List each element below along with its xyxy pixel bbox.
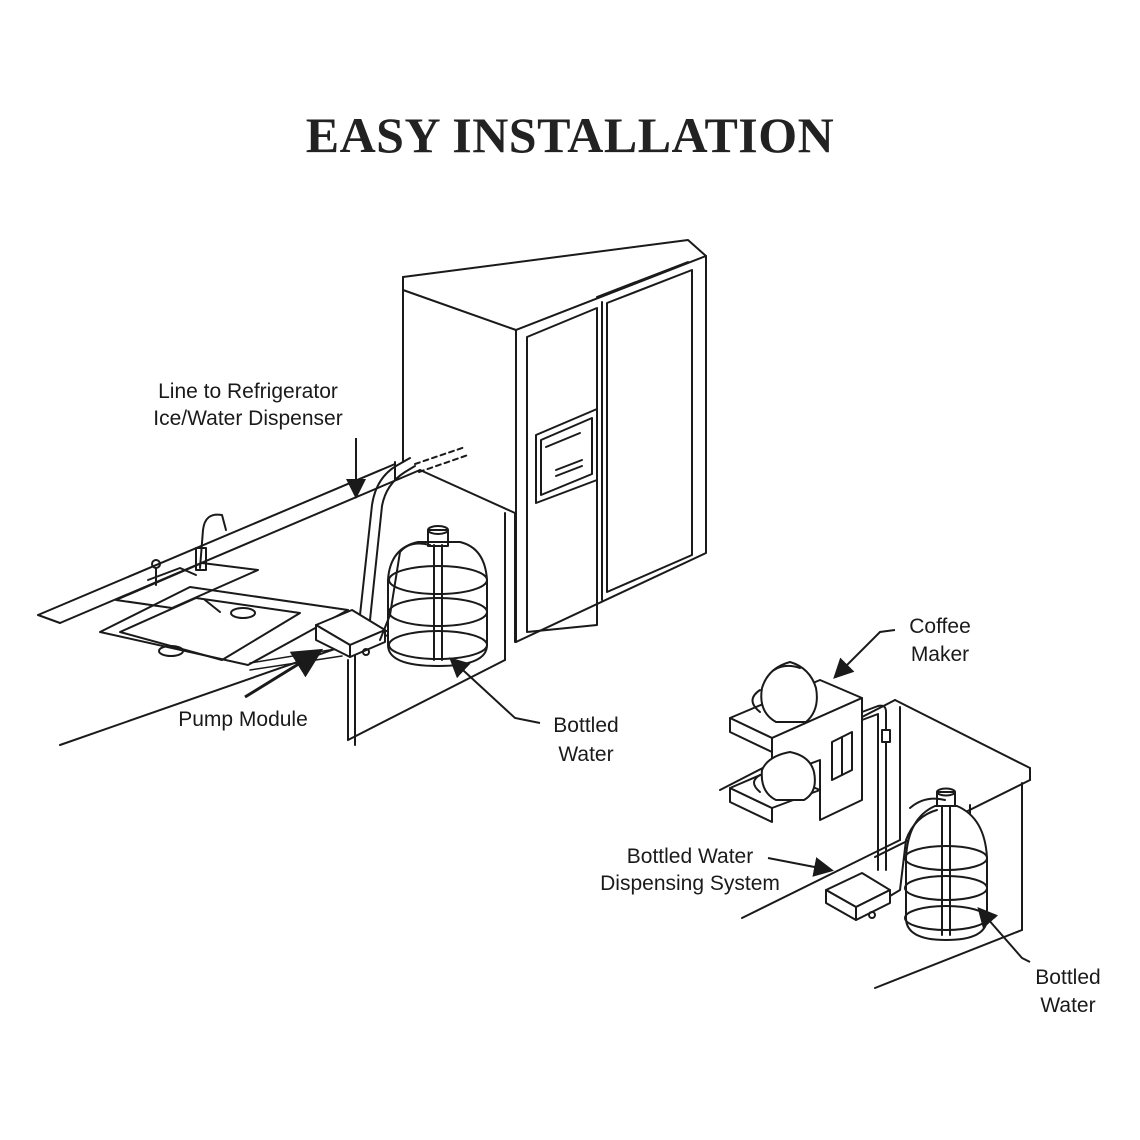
coffee-maker-label-2: Maker (911, 643, 969, 666)
pump-module (315, 609, 401, 658)
water-line-to-refrigerator (359, 446, 469, 621)
bottled-water-right-label-1: Bottled (1035, 966, 1100, 989)
bottled-water-jug (379, 525, 488, 667)
refrigerator (402, 239, 707, 643)
coffee-maker-label-1: Coffee (909, 615, 971, 638)
dispensing-system-label-2: Dispensing System (600, 872, 780, 895)
refrigerator-line-label-2: Ice/Water Dispenser (153, 407, 342, 430)
bottled-water-jug-right (889, 787, 988, 941)
coffee-water-line (861, 704, 891, 871)
dispensing-system-leader (767, 857, 834, 877)
bottled-water-label-2: Water (558, 743, 613, 766)
dispensing-system-label-1: Bottled Water (627, 845, 753, 868)
coffee-maker-leader (833, 629, 896, 679)
bottled-water-right-leader (977, 906, 1031, 963)
coffee-maker (729, 661, 863, 823)
bottled-water-leader (449, 657, 541, 724)
bottled-water-label-1: Bottled (553, 714, 618, 737)
pump-module-label: Pump Module (178, 708, 308, 731)
bottled-water-right-label-2: Water (1040, 994, 1095, 1017)
dispensing-system-pump (825, 872, 891, 921)
pump-module-arrow (244, 648, 324, 699)
refrigerator-line-label-1: Line to Refrigerator (158, 380, 338, 403)
sink (99, 513, 349, 666)
page-title: EASY INSTALLATION (305, 107, 835, 163)
